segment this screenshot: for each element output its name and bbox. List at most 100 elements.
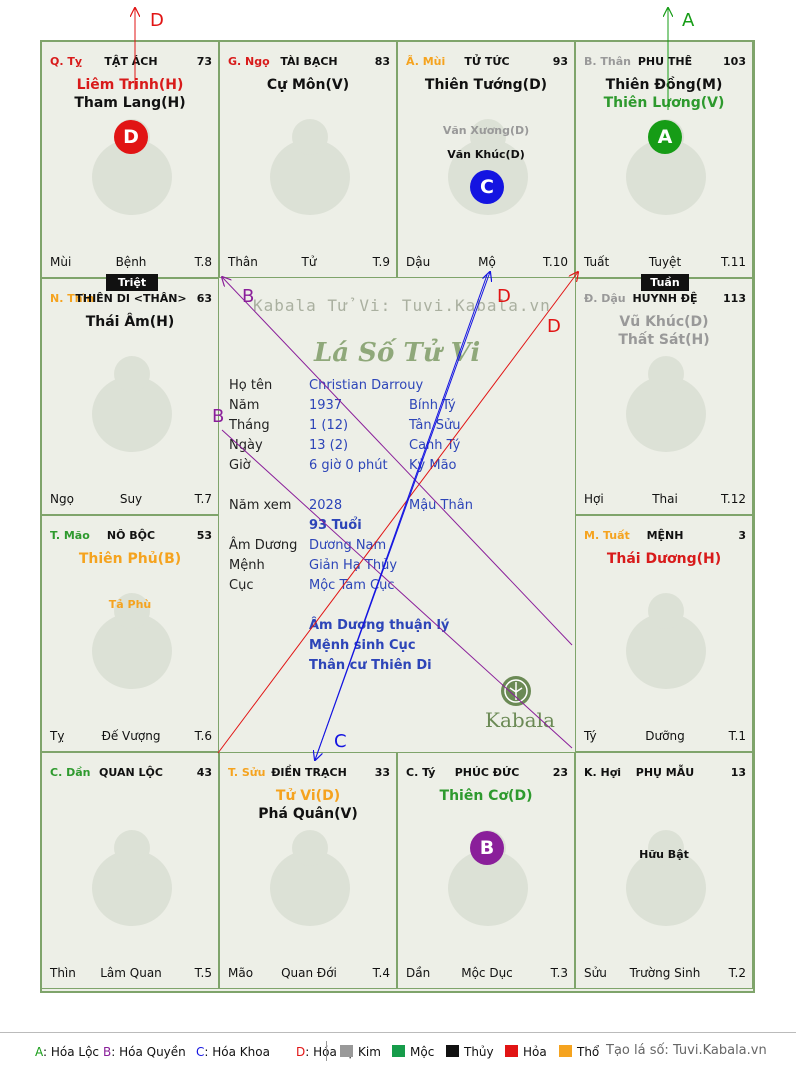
info-value: 6 giờ 0 phút (309, 458, 388, 473)
arrow-label: C (334, 731, 347, 752)
palace-age: 73 (196, 55, 212, 68)
footer-branch: Tuất (584, 255, 610, 269)
palace-name: PHỤ MẪU (635, 766, 695, 779)
info-value: Mộc Tam Cục (309, 578, 395, 593)
legend-transform: B: Hóa Quyền (103, 1045, 186, 1059)
main-star: Tử Vi(D) (275, 788, 341, 804)
palace-branch: K. Hợi (584, 766, 622, 779)
footer-age: T.1 (728, 729, 746, 743)
arrow-label: A (682, 10, 695, 31)
info-label: Âm Dương (229, 538, 298, 553)
legend-text: Thủy (464, 1045, 494, 1059)
footer-phase: Mộ (478, 255, 496, 269)
chart-note: Mệnh sinh Cục (309, 638, 416, 653)
info-can-chi: Tân Sửu (409, 418, 461, 433)
main-star: Thiên Phủ(B) (78, 551, 182, 567)
zodiac-animal-icon (92, 830, 172, 926)
info-can-chi: Canh Tý (409, 438, 461, 453)
info-value: Christian Darrouy (309, 378, 424, 393)
chart-note: Âm Dương thuận lý (309, 618, 450, 633)
chart-title: Lá Số Tử Vi (314, 338, 481, 368)
palace-branch: G. Ngọ (228, 55, 270, 68)
footer-phase: Dưỡng (645, 729, 685, 743)
palace-age: 23 (552, 766, 568, 779)
logo-text: Kabala (485, 708, 555, 732)
footer-branch: Tý (584, 729, 597, 743)
palace-branch: C. Tý (406, 766, 436, 779)
palace-name: THIÊN DI <THÂN> (75, 292, 187, 305)
palace-name: HUYNH ĐỆ (632, 292, 698, 305)
main-stars: Cự Môn(V) (220, 76, 396, 94)
footer-phase: Đế Vượng (101, 729, 161, 743)
info-label: Tháng (229, 418, 270, 433)
legend-text: Mộc (410, 1045, 435, 1059)
legend-element: Thổ (559, 1045, 599, 1059)
site-link[interactable]: Tạo lá số: Tuvi.Kabala.vn (606, 1043, 767, 1058)
view-year-can-chi: Mậu Thân (409, 498, 473, 513)
main-stars: Thiên Cơ(D) (398, 787, 574, 805)
footer-age: T.8 (194, 255, 212, 269)
main-star: Thiên Lương(V) (603, 95, 725, 111)
footer-age: T.9 (372, 255, 390, 269)
footer-phase: Trường Sinh (629, 966, 701, 980)
footer-age: T.2 (728, 966, 746, 980)
palace-age: 53 (196, 529, 212, 542)
zodiac-animal-icon (270, 830, 350, 926)
footer-age: T.10 (543, 255, 568, 269)
tuan-tag: Tuần (641, 274, 689, 291)
main-star: Thiên Tướng(D) (424, 77, 548, 93)
palace-footer: Dậu Mộ T.10 (406, 255, 568, 269)
main-stars: Vũ Khúc(D)Thất Sát(H) (576, 313, 752, 349)
info-value: 1937 (309, 398, 343, 413)
palace-age: 83 (374, 55, 390, 68)
main-stars: Liêm Trinh(H)Tham Lang(H) (42, 76, 218, 112)
info-value: 13 (2) (309, 438, 349, 453)
palace-branch: B. Thân (584, 55, 631, 68)
palace-branch: T. Mão (50, 529, 90, 542)
palace-header: K. Hợi PHỤ MẪU 13 (584, 766, 746, 782)
view-year-label: Năm xem (229, 498, 292, 513)
legend-key: A (35, 1045, 43, 1059)
palace-name: TẬT ÁCH (104, 55, 158, 68)
footer-branch: Thìn (50, 966, 76, 980)
footer-age: T.11 (721, 255, 746, 269)
main-star: Vũ Khúc(D) (619, 314, 709, 330)
zodiac-animal-icon (92, 356, 172, 452)
legend-divider (326, 1041, 327, 1061)
footer-branch: Dậu (406, 255, 431, 269)
legend-text: : Hóa Quyền (111, 1045, 186, 1059)
main-star: Thái Âm(H) (85, 314, 175, 330)
view-year: 2028 (309, 498, 343, 513)
main-star: Thiên Cơ(D) (439, 788, 533, 804)
palace-branch: N. Thìn (50, 292, 95, 305)
arrow-label: D (547, 316, 561, 337)
element-swatch-icon (446, 1045, 459, 1057)
footer-phase: Quan Đới (281, 966, 337, 980)
footer-phase: Tuyệt (648, 255, 682, 269)
footer-age: T.5 (194, 966, 212, 980)
chart-note: Thân cư Thiên Di (309, 658, 432, 673)
palace-age: 13 (730, 766, 746, 779)
main-stars: Thiên Tướng(D) (398, 76, 574, 94)
palace-branch: Đ. Dậu (584, 292, 626, 305)
